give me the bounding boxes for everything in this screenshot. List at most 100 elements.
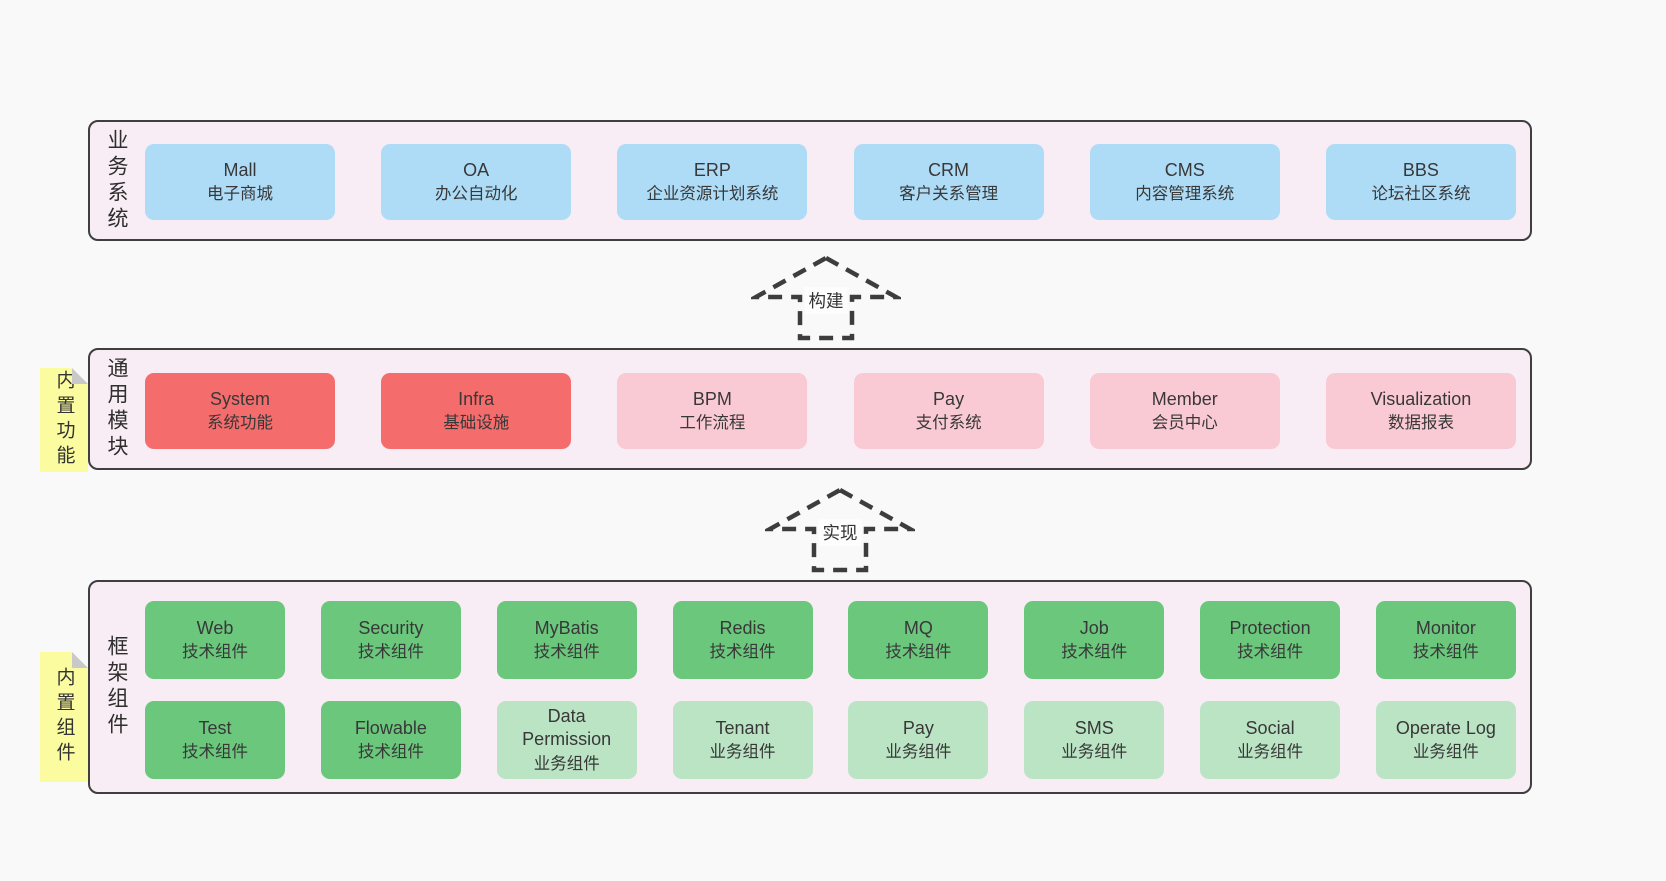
box-title: ERP xyxy=(693,159,731,180)
box-pay-system: Pay 支付系统 xyxy=(853,373,1044,449)
box-bbs: BBS 论坛社区系统 xyxy=(1325,144,1516,220)
business-box-row: Mall 电子商城 OA 办公自动化 ERP 企业资源计划系统 CRM 客户关系… xyxy=(145,144,1516,220)
arrow-build-label: 构建 xyxy=(804,287,848,314)
box-test: Test 技术组件 xyxy=(145,701,285,779)
box-title: Visualization xyxy=(1370,388,1472,409)
layer-label-framework-components: 框架组件 xyxy=(105,635,128,739)
box-title: Job xyxy=(1079,617,1109,638)
box-subtitle: 业务组件 xyxy=(533,754,600,773)
box-subtitle: 技术组件 xyxy=(357,742,424,761)
arrow-build: 构建 xyxy=(751,254,901,342)
box-mybatis: MyBatis 技术组件 xyxy=(496,601,637,679)
box-subtitle: 内容管理系统 xyxy=(1135,184,1235,203)
layer-framework-components: 框架组件 Web 技术组件 Security 技术组件 MyBatis 技术组件… xyxy=(88,580,1532,794)
box-title: Data Permission xyxy=(522,705,612,750)
box-title: Pay xyxy=(902,717,934,738)
box-subtitle: 业务组件 xyxy=(1237,742,1304,761)
arrow-implement-label: 实现 xyxy=(818,519,862,546)
box-subtitle: 客户关系管理 xyxy=(899,184,999,203)
box-subtitle: 会员中心 xyxy=(1151,413,1218,432)
components-box-row-2: Test 技术组件 Flowable 技术组件 Data Permission … xyxy=(145,701,1516,779)
box-title: BPM xyxy=(692,388,732,409)
box-job: Job 技术组件 xyxy=(1024,601,1165,679)
box-visualization: Visualization 数据报表 xyxy=(1325,373,1516,449)
box-subtitle: 工作流程 xyxy=(679,413,746,432)
box-system: System 系统功能 xyxy=(145,373,335,449)
box-title: Redis xyxy=(719,617,766,638)
box-subtitle: 系统功能 xyxy=(207,413,273,432)
box-subtitle: 业务组件 xyxy=(1061,742,1128,761)
box-title: Member xyxy=(1151,388,1218,409)
box-subtitle: 技术组件 xyxy=(1237,642,1304,661)
box-crm: CRM 客户关系管理 xyxy=(853,144,1044,220)
box-cms: CMS 内容管理系统 xyxy=(1089,144,1280,220)
box-subtitle: 技术组件 xyxy=(1061,642,1128,661)
box-infra: Infra 基础设施 xyxy=(381,373,572,449)
box-bpm: BPM 工作流程 xyxy=(617,373,808,449)
box-title: CMS xyxy=(1164,159,1205,180)
box-title: Operate Log xyxy=(1395,717,1496,738)
box-social: Social 业务组件 xyxy=(1200,701,1341,779)
up-arrow-icon xyxy=(765,487,915,573)
box-title: Tenant xyxy=(715,717,770,738)
sticky-builtin-components-label: 内置组件 xyxy=(53,667,75,767)
box-title: OA xyxy=(463,159,490,180)
box-subtitle: 支付系统 xyxy=(915,413,982,432)
box-title: MQ xyxy=(903,617,933,638)
box-redis: Redis 技术组件 xyxy=(672,601,813,679)
box-title: Web xyxy=(196,617,234,638)
box-mq: MQ 技术组件 xyxy=(848,601,989,679)
box-subtitle: 技术组件 xyxy=(182,742,248,761)
box-subtitle: 业务组件 xyxy=(1412,742,1479,761)
box-monitor: Monitor 技术组件 xyxy=(1375,601,1516,679)
box-protection: Protection 技术组件 xyxy=(1200,601,1341,679)
box-subtitle: 技术组件 xyxy=(709,642,776,661)
arrow-implement: 实现 xyxy=(765,486,915,574)
layer-label-business-systems: 业务系统 xyxy=(105,128,128,233)
sticky-builtin-features: 内置功能 xyxy=(40,368,88,472)
up-arrow-icon xyxy=(751,255,901,341)
box-title: SMS xyxy=(1074,717,1114,738)
box-subtitle: 数据报表 xyxy=(1387,413,1454,432)
box-title: Flowable xyxy=(354,717,427,738)
box-security: Security 技术组件 xyxy=(320,601,461,679)
box-subtitle: 技术组件 xyxy=(533,642,600,661)
box-title: Monitor xyxy=(1415,617,1476,638)
sticky-builtin-components: 内置组件 xyxy=(40,652,88,782)
box-subtitle: 基础设施 xyxy=(443,413,510,432)
box-operate-log: Operate Log 业务组件 xyxy=(1375,701,1516,779)
box-sms: SMS 业务组件 xyxy=(1024,701,1165,779)
box-member: Member 会员中心 xyxy=(1089,373,1280,449)
box-subtitle: 技术组件 xyxy=(1412,642,1479,661)
box-title: Mall xyxy=(223,159,257,180)
box-title: MyBatis xyxy=(534,617,599,638)
box-pay-component: Pay 业务组件 xyxy=(848,701,989,779)
layer-common-modules: 通用模块 System 系统功能 Infra 基础设施 BPM 工作流程 Pay… xyxy=(88,348,1532,470)
box-title: Pay xyxy=(933,388,965,409)
box-title: CRM xyxy=(928,159,970,180)
box-title: System xyxy=(209,388,270,409)
box-erp: ERP 企业资源计划系统 xyxy=(617,144,808,220)
box-title: Infra xyxy=(458,388,495,409)
box-title: Protection xyxy=(1229,617,1311,638)
box-web: Web 技术组件 xyxy=(145,601,285,679)
layer-label-common-modules: 通用模块 xyxy=(105,357,128,461)
box-title: BBS xyxy=(1402,159,1439,180)
box-subtitle: 技术组件 xyxy=(182,642,248,661)
box-title: Security xyxy=(358,617,424,638)
sticky-builtin-features-label: 内置功能 xyxy=(53,370,75,470)
layer-business-systems: 业务系统 Mall 电子商城 OA 办公自动化 ERP 企业资源计划系统 CRM… xyxy=(88,120,1532,241)
box-subtitle: 办公自动化 xyxy=(434,184,518,203)
box-subtitle: 电子商城 xyxy=(207,184,273,203)
box-tenant: Tenant 业务组件 xyxy=(672,701,813,779)
box-subtitle: 技术组件 xyxy=(357,642,424,661)
modules-box-row: System 系统功能 Infra 基础设施 BPM 工作流程 Pay 支付系统… xyxy=(145,373,1516,449)
box-subtitle: 论坛社区系统 xyxy=(1371,184,1471,203)
box-flowable: Flowable 技术组件 xyxy=(320,701,461,779)
box-subtitle: 企业资源计划系统 xyxy=(646,184,779,203)
box-mall: Mall 电子商城 xyxy=(145,144,335,220)
box-oa: OA 办公自动化 xyxy=(381,144,572,220)
box-subtitle: 技术组件 xyxy=(885,642,952,661)
components-box-row-1: Web 技术组件 Security 技术组件 MyBatis 技术组件 Redi… xyxy=(145,601,1516,679)
